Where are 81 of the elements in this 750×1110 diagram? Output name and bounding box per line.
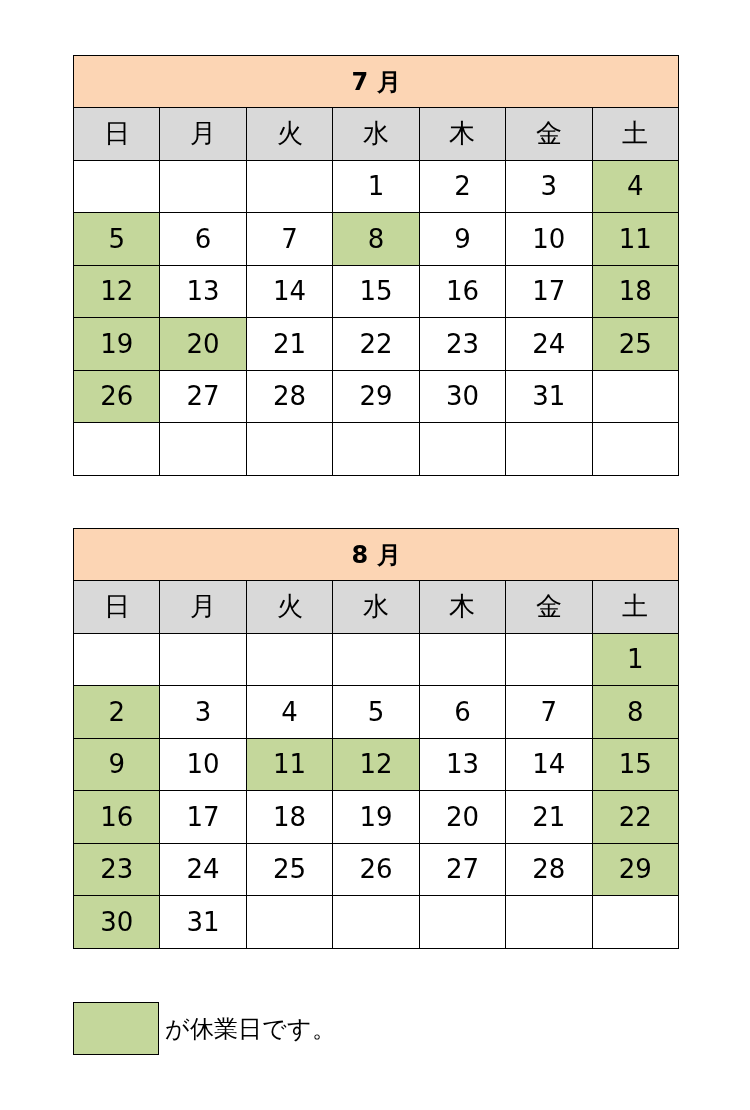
weekday-cell: 火 (246, 581, 333, 633)
holiday-date-cell: 9 (74, 738, 160, 790)
holiday-date-cell: 12 (333, 738, 419, 790)
holiday-date-cell: 23 (74, 843, 160, 895)
holiday-date-cell: 18 (592, 265, 678, 317)
date-cell: 31 (160, 896, 246, 948)
weekday-cell: 金 (506, 108, 592, 160)
weekday-cell: 土 (592, 108, 678, 160)
date-cell: 2 (419, 160, 506, 212)
date-cell: 6 (160, 213, 246, 265)
weekday-cell: 金 (506, 581, 592, 633)
date-cell: 28 (506, 843, 592, 895)
weekday-cell: 日 (74, 108, 160, 160)
date-cell: 6 (419, 686, 506, 738)
date-cell: 10 (160, 738, 246, 790)
date-cell: 16 (419, 265, 506, 317)
holiday-date-cell: 2 (74, 686, 160, 738)
holiday-date-cell: 1 (592, 633, 678, 685)
date-cell: 29 (333, 370, 419, 422)
weekday-cell: 木 (419, 581, 506, 633)
date-cell: 17 (506, 265, 592, 317)
date-cell: 7 (506, 686, 592, 738)
date-cell: 9 (419, 213, 506, 265)
date-cell: 10 (506, 213, 592, 265)
date-cell: 26 (333, 843, 419, 895)
date-cell: 4 (246, 686, 333, 738)
holiday-date-cell: 5 (74, 213, 160, 265)
holiday-date-cell: 25 (592, 318, 678, 370)
weekday-cell: 水 (333, 108, 419, 160)
holiday-date-cell: 22 (592, 791, 678, 843)
holiday-date-cell: 4 (592, 160, 678, 212)
month-header: 7 月 (74, 56, 678, 107)
date-cell: 21 (506, 791, 592, 843)
date-cell: 25 (246, 843, 333, 895)
date-cell: 3 (160, 686, 246, 738)
holiday-date-cell: 12 (74, 265, 160, 317)
holiday-date-cell: 11 (592, 213, 678, 265)
weekday-cell: 水 (333, 581, 419, 633)
calendar-table (73, 528, 679, 949)
date-cell: 13 (419, 738, 506, 790)
weekday-cell: 木 (419, 108, 506, 160)
date-cell: 22 (333, 318, 419, 370)
date-cell: 24 (506, 318, 592, 370)
holiday-date-cell: 8 (592, 686, 678, 738)
weekday-cell: 月 (160, 581, 246, 633)
date-cell: 7 (246, 213, 333, 265)
calendar-table (73, 55, 679, 476)
date-cell: 19 (333, 791, 419, 843)
holiday-date-cell: 8 (333, 213, 419, 265)
date-cell: 28 (246, 370, 333, 422)
date-cell: 31 (506, 370, 592, 422)
date-cell: 15 (333, 265, 419, 317)
date-cell: 20 (419, 791, 506, 843)
legend-text: が休業日です。 (165, 1013, 336, 1045)
holiday-date-cell: 19 (74, 318, 160, 370)
date-cell: 27 (419, 843, 506, 895)
holiday-date-cell: 16 (74, 791, 160, 843)
date-cell: 1 (333, 160, 419, 212)
month-header: 8 月 (74, 529, 678, 580)
date-cell: 23 (419, 318, 506, 370)
date-cell: 21 (246, 318, 333, 370)
holiday-date-cell: 26 (74, 370, 160, 422)
date-cell: 17 (160, 791, 246, 843)
weekday-cell: 火 (246, 108, 333, 160)
date-cell: 18 (246, 791, 333, 843)
date-cell: 13 (160, 265, 246, 317)
date-cell: 27 (160, 370, 246, 422)
date-cell: 30 (419, 370, 506, 422)
date-cell: 14 (246, 265, 333, 317)
weekday-cell: 土 (592, 581, 678, 633)
holiday-date-cell: 30 (74, 896, 160, 948)
weekday-cell: 月 (160, 108, 246, 160)
weekday-cell: 日 (74, 581, 160, 633)
holiday-date-cell: 11 (246, 738, 333, 790)
holiday-date-cell: 20 (160, 318, 246, 370)
date-cell: 14 (506, 738, 592, 790)
holiday-date-cell: 29 (592, 843, 678, 895)
date-cell: 3 (506, 160, 592, 212)
date-cell: 5 (333, 686, 419, 738)
date-cell: 24 (160, 843, 246, 895)
holiday-date-cell: 15 (592, 738, 678, 790)
